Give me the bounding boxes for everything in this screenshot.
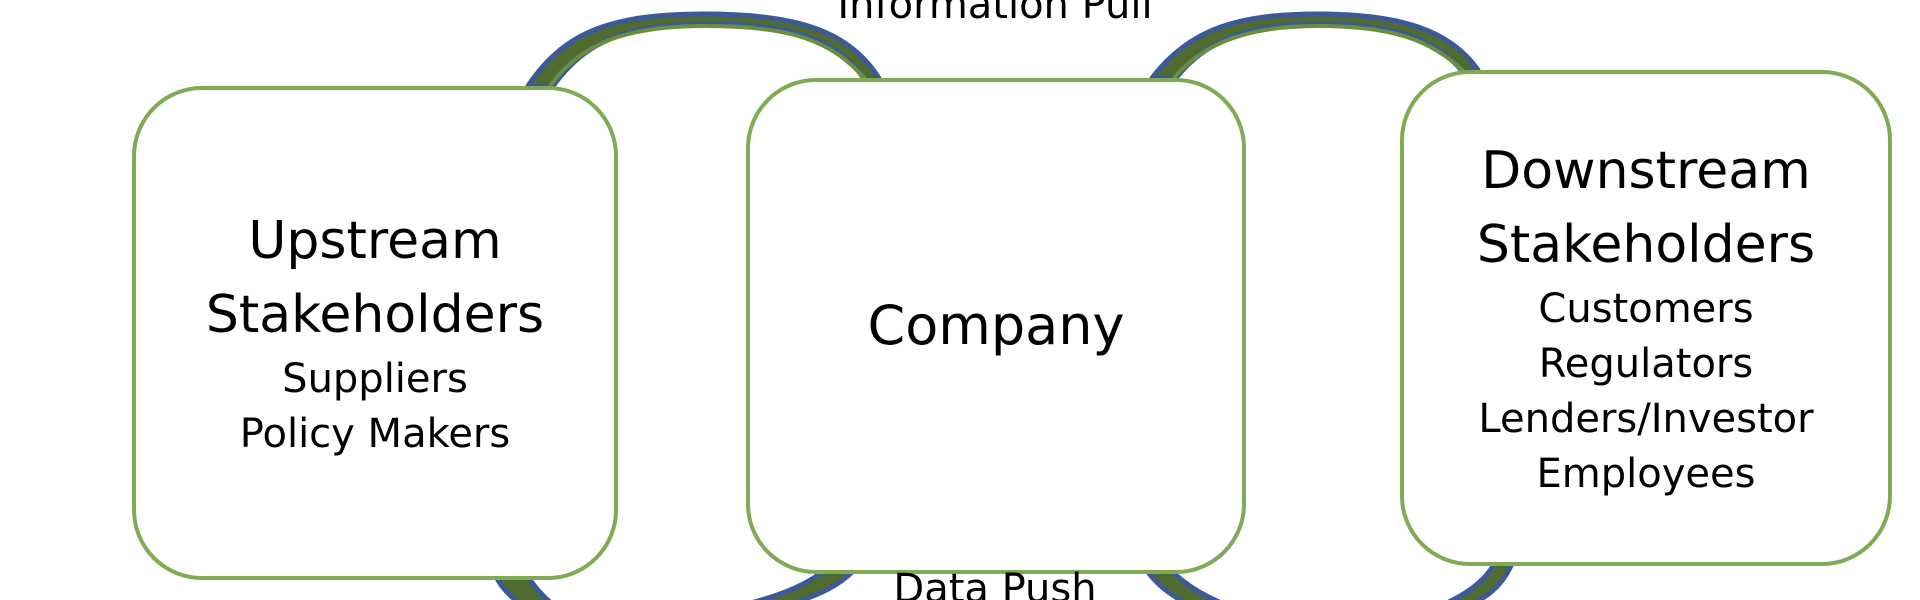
downstream-title-line2: Stakeholders: [1476, 215, 1816, 275]
upstream-item: Suppliers: [282, 356, 468, 402]
information-pull-label: Information Pull: [837, 0, 1153, 28]
downstream-title-line1: Downstream: [1481, 141, 1811, 201]
data-push-label: Data Push: [893, 566, 1097, 600]
downstream-item: Lenders/Investor: [1478, 396, 1814, 442]
upstream-item: Policy Makers: [239, 411, 511, 457]
company-title: Company: [867, 294, 1125, 357]
company-box: Company: [746, 78, 1246, 574]
upstream-title-line1: Upstream: [248, 211, 502, 271]
upstream-title-line2: Stakeholders: [205, 285, 545, 345]
downstream-item: Regulators: [1538, 341, 1754, 387]
downstream-item: Employees: [1536, 451, 1756, 497]
downstream-stakeholders-box: Downstream Stakeholders Customers Regula…: [1400, 70, 1892, 566]
top-arrow-right: [1149, 11, 1481, 81]
downstream-item: Customers: [1538, 286, 1754, 332]
upstream-stakeholders-box: Upstream Stakeholders Suppliers Policy M…: [132, 86, 618, 580]
top-arrow-left: [525, 11, 883, 89]
